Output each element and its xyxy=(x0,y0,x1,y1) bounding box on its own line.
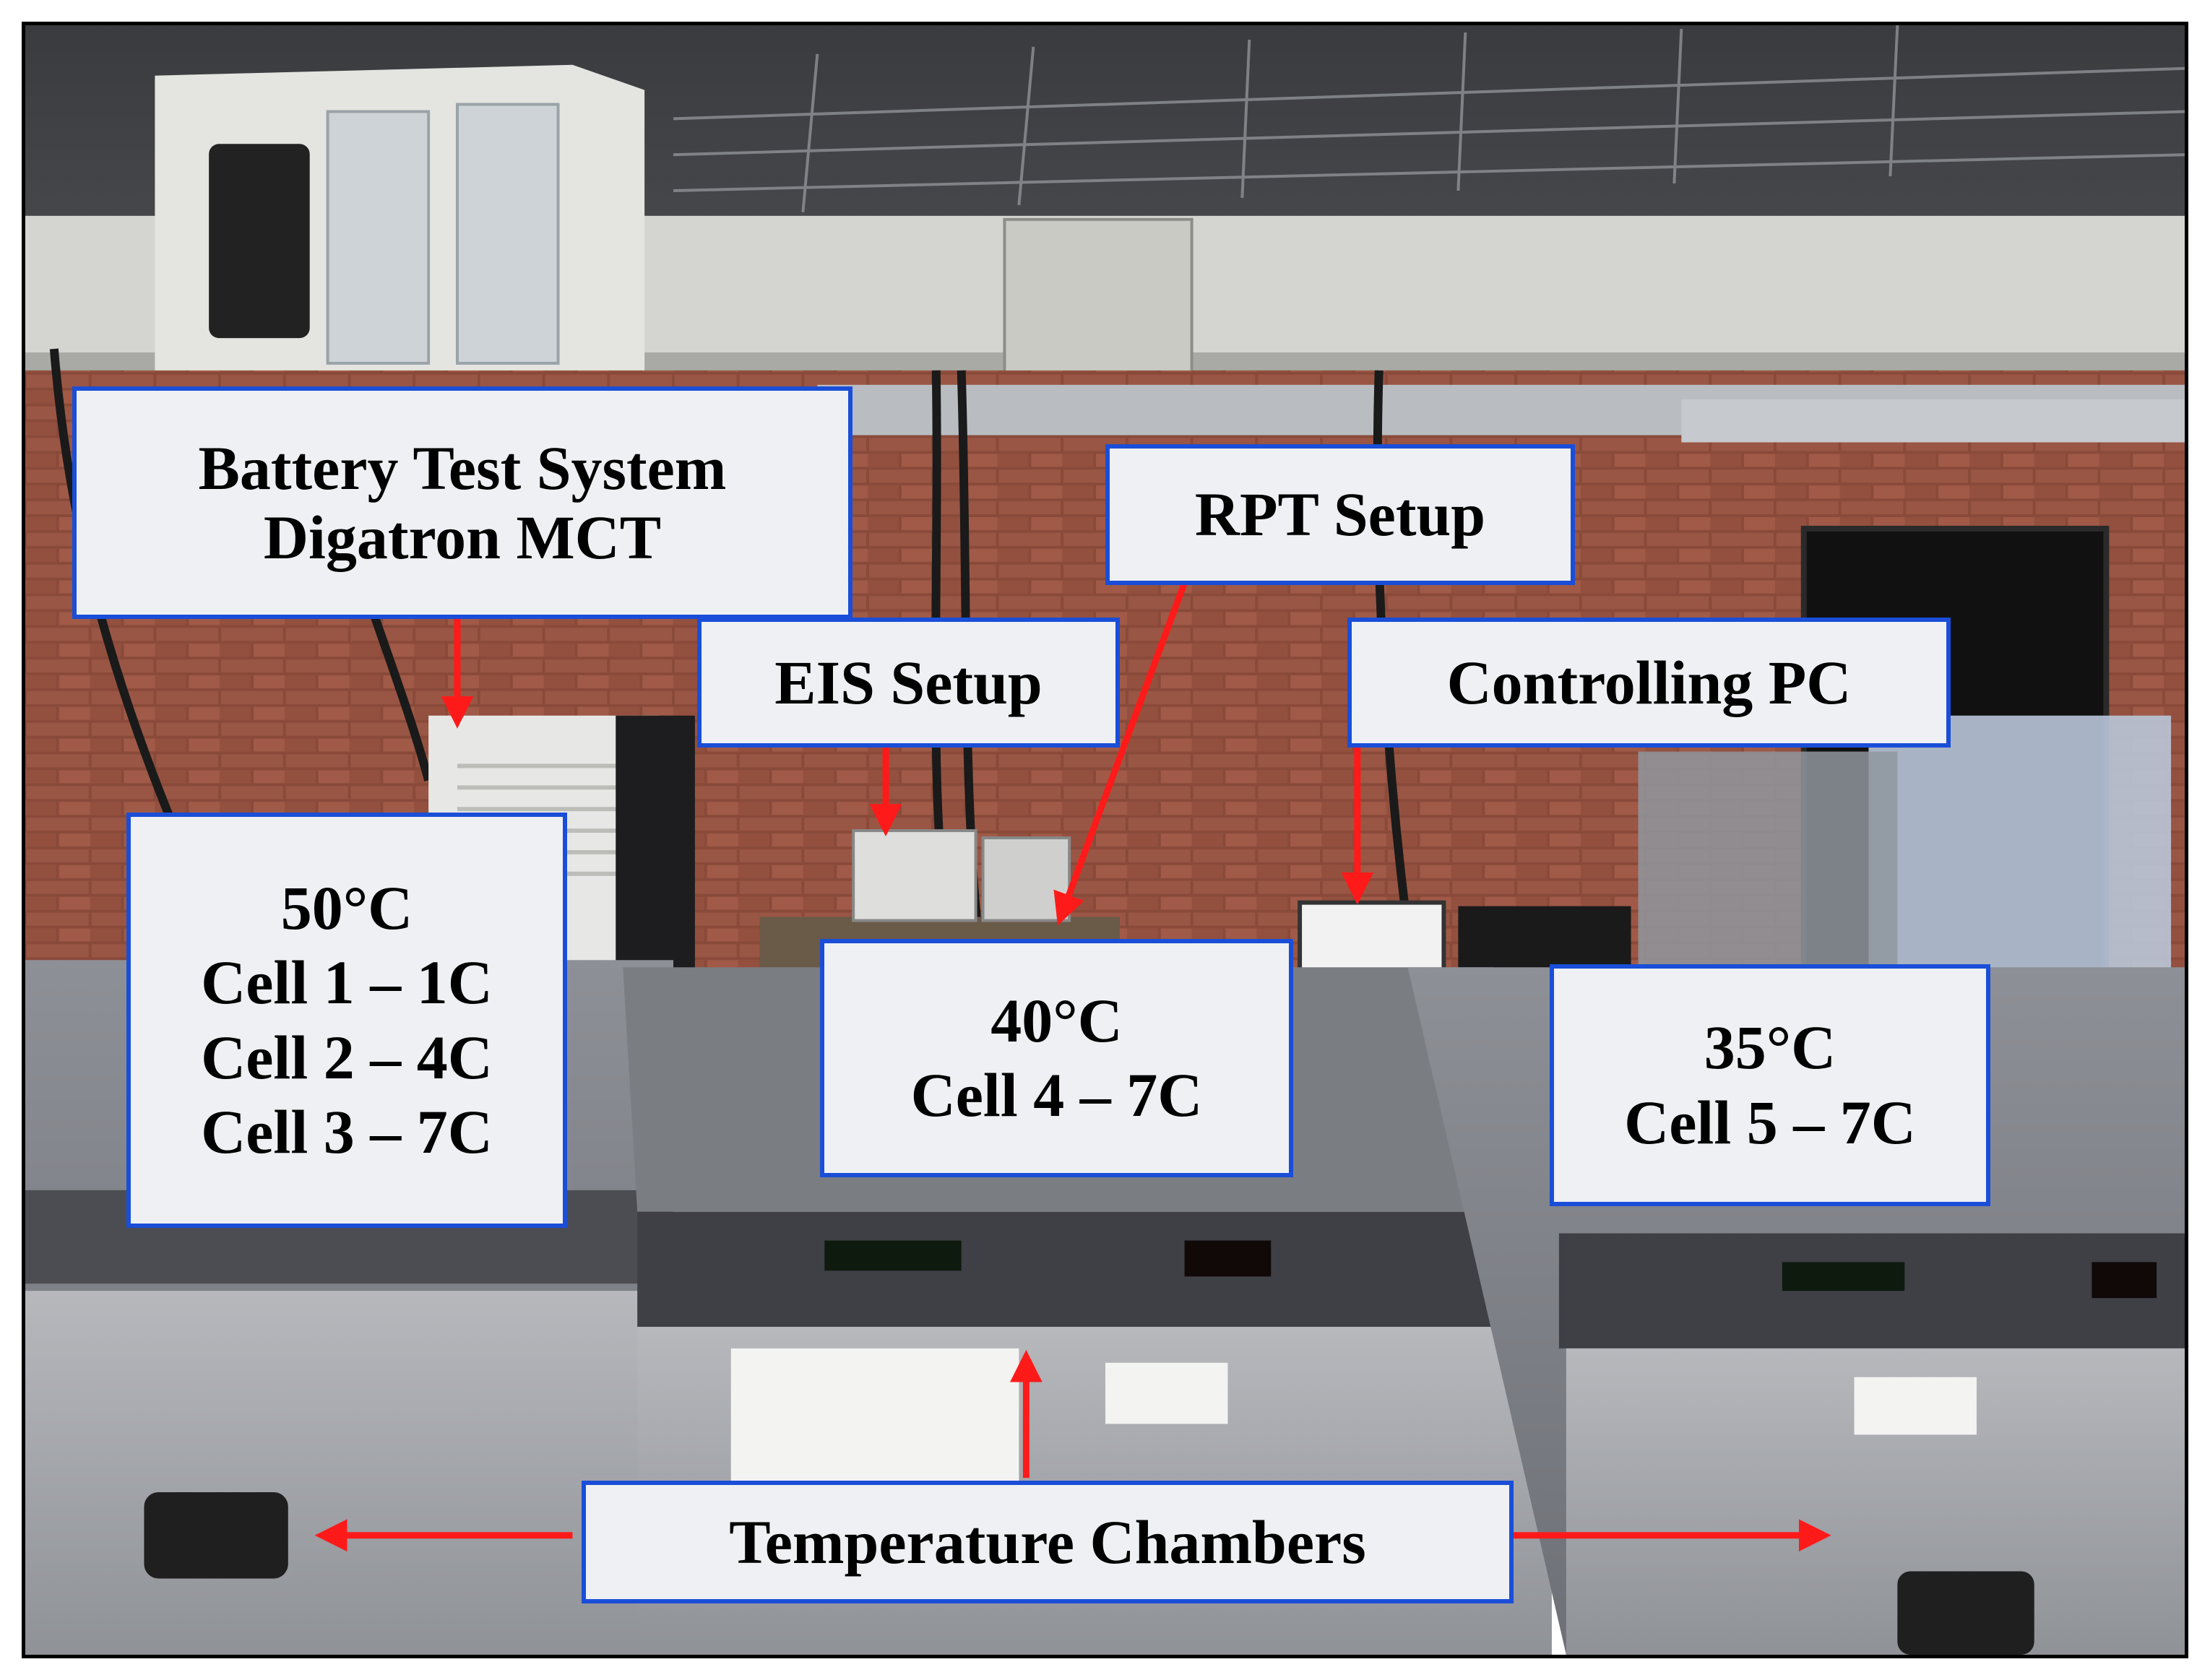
label-controlling-pc-text: Controlling PC xyxy=(1446,647,1852,717)
chamber-40-tags xyxy=(1105,1362,1228,1424)
chamber-40-panel xyxy=(637,1211,1552,1328)
chamber-40-sheet xyxy=(730,1348,1019,1492)
eis-device xyxy=(852,829,977,922)
label-chamber-35: 35°C Cell 5 – 7C xyxy=(1550,964,1990,1206)
label-temperature-chambers-text: Temperature Chambers xyxy=(729,1507,1366,1577)
chamber-35-tags xyxy=(1854,1377,1977,1435)
label-chamber-40-temp: 40°C xyxy=(990,985,1123,1055)
glass-panel xyxy=(1638,751,1898,997)
label-temperature-chambers: Temperature Chambers xyxy=(582,1481,1514,1603)
label-rpt-setup: RPT Setup xyxy=(1105,444,1575,585)
cabinet-handle xyxy=(209,144,310,339)
label-chamber-50-cell-1: Cell 1 – 1C xyxy=(201,948,493,1018)
label-chamber-40-cell: Cell 4 – 7C xyxy=(910,1060,1203,1130)
label-controlling-pc: Controlling PC xyxy=(1347,618,1951,748)
label-battery-test-system-line-2: Digatron MCT xyxy=(263,503,662,572)
cabinet-breaker-1 xyxy=(326,110,431,365)
label-eis-setup-text: EIS Setup xyxy=(774,647,1043,717)
label-chamber-50: 50°C Cell 1 – 1C Cell 2 – 4C Cell 3 – 7C xyxy=(126,813,567,1228)
chamber-40-display-red xyxy=(1184,1240,1272,1277)
cabinet-breaker-2 xyxy=(456,103,560,365)
chamber-40-display xyxy=(824,1240,962,1271)
label-battery-test-system-line-1: Battery Test System xyxy=(198,433,727,503)
chamber-35-handle xyxy=(1897,1571,2034,1655)
label-chamber-50-temp: 50°C xyxy=(280,873,413,943)
label-chamber-50-cell-2: Cell 2 – 4C xyxy=(201,1022,493,1092)
label-chamber-40: 40°C Cell 4 – 7C xyxy=(820,939,1293,1177)
pipe-2 xyxy=(1681,399,2185,443)
cable-tray xyxy=(673,25,2185,213)
duct-bracket xyxy=(1003,217,1194,397)
rack-side xyxy=(616,715,695,975)
label-rpt-setup-text: RPT Setup xyxy=(1194,480,1486,550)
label-battery-test-system: Battery Test System Digatron MCT xyxy=(72,386,853,619)
chamber-50-handle xyxy=(144,1491,288,1579)
label-chamber-50-cell-3: Cell 3 – 7C xyxy=(201,1096,493,1166)
figure-frame: Battery Test System Digatron MCT RPT Set… xyxy=(22,22,2188,1658)
chamber-35-display-red xyxy=(2092,1262,2157,1299)
label-chamber-35-cell: Cell 5 – 7C xyxy=(1624,1087,1916,1157)
label-eis-setup: EIS Setup xyxy=(697,618,1120,748)
chamber-50-door xyxy=(25,1291,660,1655)
label-chamber-35-temp: 35°C xyxy=(1704,1013,1836,1083)
eis-device-2 xyxy=(981,836,1071,922)
chamber-35-display xyxy=(1782,1262,1905,1291)
